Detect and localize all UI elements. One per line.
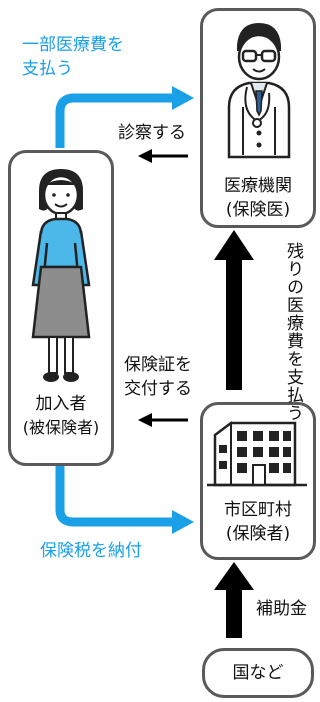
insured-node: 加入者 (被保険者) (8, 150, 114, 466)
pay-rest-arrowhead (214, 230, 254, 260)
pay-tax-arrowhead (172, 510, 194, 534)
issue-card-label: 保険証を (124, 355, 192, 375)
pay-partial-label-2: 支払う (22, 59, 73, 79)
municipality-node: 市区町村 (保険者) (200, 402, 316, 560)
pay-tax-label: 保険税を納付 (40, 541, 142, 561)
pay-rest-label: 残りの医療費を支払う (283, 242, 303, 422)
municipality-label: 市区町村 (224, 500, 292, 520)
subsidy-arrow (226, 588, 242, 638)
insured-sublabel: (被保険者) (22, 418, 100, 437)
building-icon (207, 421, 307, 487)
pay-partial-label: 一部医療費を (22, 35, 124, 55)
municipality-sublabel: (保険者) (225, 524, 291, 544)
issue-card-arrowhead (138, 413, 152, 427)
examine-label: 診察する (118, 123, 186, 143)
medical-institution-node: 医療機関 (保険医) (200, 8, 316, 228)
pay-rest-arrow (226, 258, 242, 390)
pay-partial-arrow (55, 93, 172, 148)
examine-arrowhead (138, 149, 152, 163)
medical-institution-sublabel: (保険医) (225, 200, 291, 220)
issue-card-label-2: 交付する (124, 379, 192, 399)
doctor-icon (227, 23, 291, 159)
subsidy-label: 補助金 (256, 599, 307, 619)
person-icon (31, 169, 91, 382)
pay-partial-arrowhead (172, 86, 194, 110)
nation-label: 国など (232, 663, 284, 683)
insured-label: 加入者 (35, 394, 87, 414)
pay-tax-arrow (55, 464, 172, 527)
medical-institution-label: 医療機関 (224, 176, 292, 196)
subsidy-arrowhead (214, 562, 254, 590)
nation-node: 国など (202, 648, 314, 698)
